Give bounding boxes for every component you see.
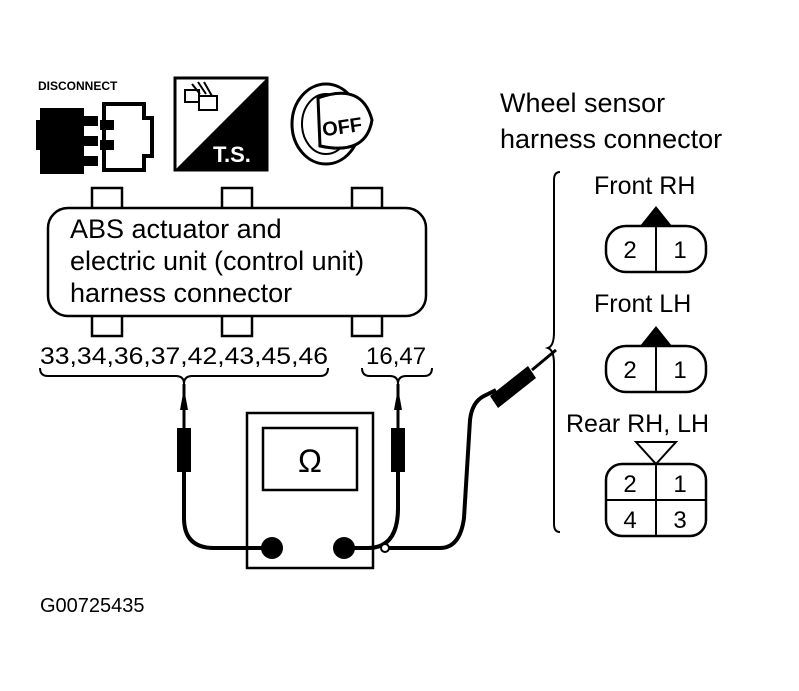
test-symbol-icon: T.S. — [173, 76, 269, 172]
wire-ground — [389, 388, 497, 550]
front-lh-connector: 2 1 — [604, 344, 708, 394]
rear-label: Rear RH, LH — [566, 410, 709, 438]
abs-connector-line1: ABS actuator and — [70, 214, 282, 244]
ignition-key-off-icon: OFF — [290, 82, 374, 166]
front-lh-pin: 1 — [673, 357, 686, 384]
rear-pin: 4 — [623, 507, 636, 534]
probe-ground — [490, 348, 557, 408]
ohmmeter-terminal-left — [261, 537, 283, 559]
probe-left — [177, 384, 191, 520]
pins-group-2: 16,47 — [366, 343, 426, 370]
probe-right — [391, 384, 405, 510]
ts-label: T.S. — [213, 142, 251, 167]
abs-harness-connector: ABS actuator and electric unit (control … — [46, 186, 428, 338]
wheel-sensor-title-line1: Wheel sensor — [500, 88, 665, 118]
rear-connector: 2 1 4 3 — [604, 462, 708, 538]
wire-junction — [380, 543, 390, 553]
disconnect-connector-icon: DISCONNECT — [36, 79, 154, 174]
wire-left — [182, 517, 262, 550]
abs-connector-line3: harness connector — [70, 278, 292, 308]
disconnect-label: DISCONNECT — [38, 79, 118, 93]
brace-group-1 — [39, 367, 329, 385]
figure-id: G00725435 — [40, 595, 145, 617]
ohmmeter: Ω — [245, 411, 375, 570]
rear-pin: 2 — [623, 471, 636, 498]
front-rh-pin: 2 — [623, 237, 636, 264]
ohmmeter-terminal-right — [333, 537, 355, 559]
brace-group-2 — [361, 367, 433, 385]
front-rh-pin: 1 — [673, 237, 686, 264]
front-rh-label: Front RH — [594, 172, 695, 200]
rear-pin: 1 — [673, 471, 686, 498]
front-lh-label: Front LH — [594, 290, 691, 318]
wheel-sensor-bracket — [544, 171, 561, 533]
wire-right — [354, 507, 400, 550]
front-lh-pin: 2 — [623, 357, 636, 384]
rear-key-icon — [633, 441, 679, 466]
ohm-symbol: Ω — [298, 443, 322, 479]
front-rh-connector: 2 1 — [604, 224, 708, 274]
rear-pin: 3 — [673, 507, 686, 534]
abs-connector-line2: electric unit (control unit) — [70, 246, 364, 276]
front-rh-key-icon — [640, 206, 672, 226]
front-lh-key-icon — [640, 326, 672, 346]
wheel-sensor-title-line2: harness connector — [500, 124, 722, 154]
pins-group-1: 33,34,36,37,42,43,45,46 — [40, 343, 328, 370]
